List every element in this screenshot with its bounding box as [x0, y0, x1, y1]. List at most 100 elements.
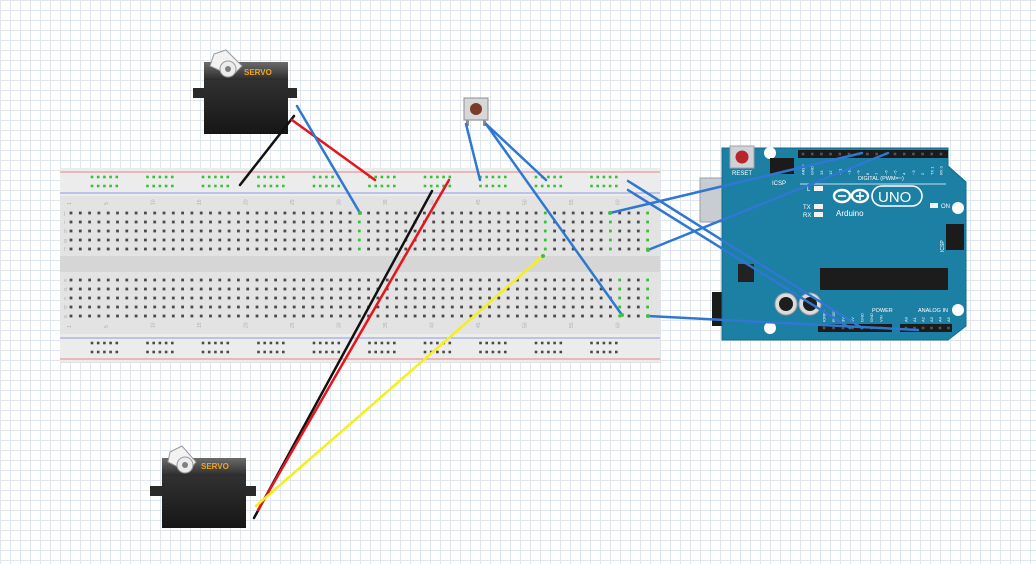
breadboard-hole[interactable]: [97, 247, 101, 251]
breadboard-hole[interactable]: [88, 287, 91, 291]
breadboard-hole[interactable]: [553, 278, 556, 282]
breadboard-hole[interactable]: [376, 278, 380, 282]
breadboard-hole[interactable]: [357, 247, 361, 251]
breadboard-hole[interactable]: [227, 220, 231, 224]
breadboard-hole[interactable]: [209, 211, 212, 215]
rail-hole[interactable]: [275, 341, 279, 345]
breadboard-hole[interactable]: [348, 220, 352, 224]
breadboard-hole[interactable]: [302, 278, 305, 282]
breadboard-hole[interactable]: [78, 247, 82, 251]
wire-blue[interactable]: [626, 179, 864, 330]
breadboard-hole[interactable]: [78, 229, 82, 233]
reset-button-cap[interactable]: [735, 150, 749, 164]
breadboard-hole[interactable]: [97, 220, 101, 224]
breadboard-hole[interactable]: [636, 287, 640, 291]
breadboard-hole[interactable]: [320, 287, 324, 291]
rail-hole[interactable]: [547, 175, 550, 179]
breadboard-hole[interactable]: [88, 314, 91, 318]
breadboard-hole[interactable]: [599, 238, 603, 242]
breadboard-hole[interactable]: [636, 296, 640, 300]
breadboard-hole[interactable]: [88, 296, 91, 300]
breadboard-hole[interactable]: [311, 229, 315, 233]
breadboard-hole[interactable]: [469, 211, 473, 215]
breadboard-hole[interactable]: [488, 247, 491, 251]
rail-hole[interactable]: [90, 175, 94, 179]
wire-red[interactable]: [290, 118, 377, 182]
breadboard-hole[interactable]: [339, 220, 343, 224]
breadboard-hole[interactable]: [618, 229, 622, 233]
breadboard-hole[interactable]: [106, 296, 110, 300]
breadboard-hole[interactable]: [497, 229, 501, 233]
breadboard-hole[interactable]: [246, 296, 250, 300]
breadboard-hole[interactable]: [367, 220, 370, 224]
rail-hole[interactable]: [393, 175, 396, 179]
breadboard-hole[interactable]: [162, 247, 166, 251]
rail-hole[interactable]: [337, 184, 341, 188]
breadboard-hole[interactable]: [283, 278, 287, 282]
rail-hole[interactable]: [96, 341, 100, 345]
breadboard-hole[interactable]: [441, 247, 445, 251]
breadboard-hole[interactable]: [516, 278, 519, 282]
header-pin[interactable]: [822, 326, 826, 330]
breadboard-hole[interactable]: [339, 287, 343, 291]
breadboard-hole[interactable]: [227, 278, 231, 282]
breadboard-hole[interactable]: [497, 287, 501, 291]
breadboard-hole[interactable]: [190, 229, 194, 233]
breadboard-hole[interactable]: [534, 220, 538, 224]
breadboard-hole[interactable]: [618, 238, 622, 242]
breadboard-hole[interactable]: [441, 305, 445, 309]
breadboard-hole[interactable]: [404, 314, 408, 318]
rail-hole[interactable]: [90, 350, 94, 354]
breadboard-hole[interactable]: [450, 247, 454, 251]
rail-hole[interactable]: [282, 175, 285, 179]
breadboard-hole[interactable]: [106, 238, 110, 242]
breadboard-hole[interactable]: [125, 220, 129, 224]
breadboard-hole[interactable]: [320, 296, 324, 300]
breadboard-hole[interactable]: [116, 247, 119, 251]
breadboard-hole[interactable]: [562, 314, 566, 318]
rail-hole[interactable]: [534, 341, 538, 345]
breadboard-hole[interactable]: [395, 314, 398, 318]
breadboard-hole[interactable]: [423, 238, 426, 242]
rail-hole[interactable]: [96, 184, 100, 188]
breadboard-hole[interactable]: [190, 238, 194, 242]
breadboard-hole[interactable]: [395, 278, 398, 282]
breadboard-hole[interactable]: [320, 220, 324, 224]
breadboard-hole[interactable]: [292, 247, 296, 251]
breadboard-hole[interactable]: [432, 287, 436, 291]
breadboard-hole[interactable]: [116, 229, 119, 233]
breadboard-hole[interactable]: [562, 287, 566, 291]
rail-hole[interactable]: [214, 350, 217, 354]
breadboard-hole[interactable]: [488, 211, 491, 215]
breadboard-hole[interactable]: [330, 296, 333, 300]
rail-hole[interactable]: [115, 350, 119, 354]
rail-hole[interactable]: [436, 175, 439, 179]
breadboard-hole[interactable]: [69, 278, 73, 282]
breadboard-hole[interactable]: [255, 247, 259, 251]
rail-hole[interactable]: [103, 175, 106, 179]
breadboard-hole[interactable]: [162, 211, 166, 215]
rail-hole[interactable]: [220, 175, 223, 179]
rail-hole[interactable]: [590, 175, 593, 179]
rail-hole[interactable]: [504, 341, 507, 345]
breadboard-hole[interactable]: [171, 247, 175, 251]
breadboard-hole[interactable]: [506, 247, 510, 251]
breadboard-hole[interactable]: [488, 278, 491, 282]
breadboard-hole[interactable]: [292, 229, 296, 233]
breadboard-hole[interactable]: [97, 296, 101, 300]
breadboard-hole[interactable]: [478, 238, 482, 242]
breadboard-hole[interactable]: [404, 229, 408, 233]
breadboard-hole[interactable]: [153, 229, 157, 233]
rail-hole[interactable]: [602, 175, 606, 179]
breadboard-hole[interactable]: [125, 314, 129, 318]
breadboard-hole[interactable]: [525, 278, 529, 282]
header-pin[interactable]: [921, 326, 925, 330]
breadboard-hole[interactable]: [636, 305, 640, 309]
rail-hole[interactable]: [368, 350, 371, 354]
rail-hole[interactable]: [547, 184, 550, 188]
rail-hole[interactable]: [497, 341, 501, 345]
breadboard-hole[interactable]: [246, 211, 250, 215]
breadboard-hole[interactable]: [144, 305, 147, 309]
breadboard-hole[interactable]: [534, 305, 538, 309]
rail-hole[interactable]: [442, 184, 445, 188]
